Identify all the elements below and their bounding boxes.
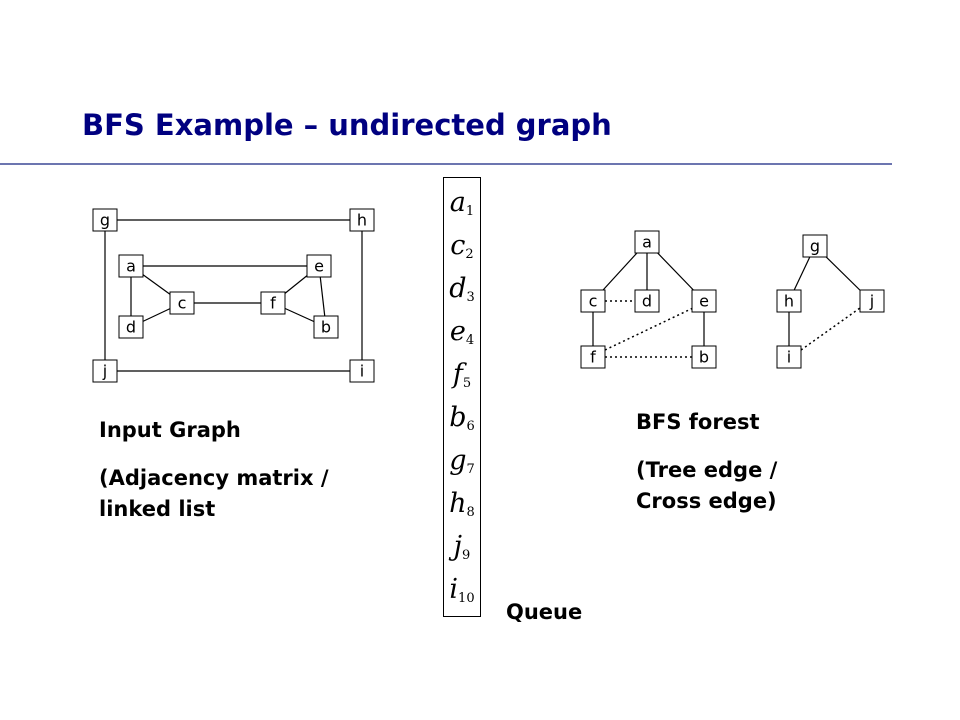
queue-item-letter: h xyxy=(449,488,467,519)
queue-item: h8 xyxy=(444,489,480,528)
node-label: e xyxy=(314,257,324,276)
queue-item: f5 xyxy=(444,360,480,399)
queue-item-order: 9 xyxy=(462,548,471,563)
queue-item: d3 xyxy=(444,274,480,313)
forest-node-i: i xyxy=(776,345,802,369)
node-label: b xyxy=(321,318,331,337)
queue-item: i10 xyxy=(444,575,480,614)
bfs-forest-subtitle-line2: Cross edge) xyxy=(636,489,777,513)
queue-item-letter: b xyxy=(449,402,467,433)
node-i: i xyxy=(349,359,375,383)
forest-node-d: d xyxy=(634,289,660,313)
queue-item: e4 xyxy=(444,317,480,356)
input-graph-subtitle-line1: (Adjacency matrix / xyxy=(99,466,329,490)
queue-item-order: 5 xyxy=(462,376,472,391)
forest-node-h: h xyxy=(776,289,802,313)
node-label: i xyxy=(787,348,791,367)
node-label: d xyxy=(642,292,652,311)
queue-item: c2 xyxy=(444,231,480,270)
node-j: j xyxy=(92,359,118,383)
cross-edge-i-j xyxy=(800,307,861,351)
queue-item-letter: c xyxy=(450,230,466,261)
node-label: j xyxy=(102,362,107,381)
node-h: h xyxy=(349,208,375,232)
queue-item-letter: f xyxy=(452,359,463,390)
node-label: g xyxy=(100,211,110,230)
node-f: f xyxy=(260,291,286,315)
queue-item-letter: e xyxy=(449,316,466,347)
input-graph-subtitle-line2: linked list xyxy=(99,497,216,521)
queue-item-letter: d xyxy=(449,273,467,304)
input-graph-heading: Input Graph xyxy=(99,418,241,442)
bfs-forest: a c d e f b g h xyxy=(580,230,885,369)
queue-item-letter: a xyxy=(449,187,466,218)
node-a: a xyxy=(118,254,144,278)
queue-item-letter: j xyxy=(453,531,463,562)
bfs-forest-subtitle-line1: (Tree edge / xyxy=(636,458,778,482)
queue-item-order: 2 xyxy=(465,247,474,262)
slide-title: BFS Example – undirected graph xyxy=(82,108,612,142)
node-label: a xyxy=(126,257,136,276)
forest-node-c: c xyxy=(580,289,606,313)
forest-node-j: j xyxy=(859,289,885,313)
forest-node-e: e xyxy=(691,289,717,313)
queue-item: j9 xyxy=(444,532,480,571)
queue-item-order: 8 xyxy=(466,505,475,520)
queue-item: a1 xyxy=(444,188,480,227)
node-label: c xyxy=(178,294,187,313)
queue-item-letter: i xyxy=(449,574,459,605)
queue-item: b6 xyxy=(444,403,480,442)
node-label: g xyxy=(810,237,820,256)
forest-node-f: f xyxy=(580,345,606,369)
queue-item-order: 7 xyxy=(466,462,475,477)
node-label: f xyxy=(590,348,596,367)
forest-node-a: a xyxy=(634,230,660,254)
node-label: c xyxy=(589,292,598,311)
cross-edge-f-e xyxy=(604,307,694,351)
forest-node-g: g xyxy=(802,234,828,258)
node-label: f xyxy=(270,294,276,313)
node-g: g xyxy=(92,208,118,232)
node-label: b xyxy=(699,348,709,367)
node-label: a xyxy=(642,233,652,252)
title-divider xyxy=(0,163,892,165)
queue-item-order: 4 xyxy=(465,333,475,348)
queue-label: Queue xyxy=(506,600,583,624)
node-label: h xyxy=(357,211,367,230)
node-c: c xyxy=(169,291,195,315)
node-label: e xyxy=(699,292,709,311)
node-label: h xyxy=(784,292,794,311)
queue-item-order: 6 xyxy=(466,419,475,434)
node-label: i xyxy=(360,362,364,381)
node-b: b xyxy=(313,315,339,339)
node-label: j xyxy=(869,292,874,311)
bfs-forest-heading: BFS forest xyxy=(636,410,760,434)
forest-node-b: b xyxy=(691,345,717,369)
queue-item-letter: g xyxy=(449,445,467,476)
queue-item-order: 3 xyxy=(466,290,475,305)
queue-item: g7 xyxy=(444,446,480,485)
node-e: e xyxy=(306,254,332,278)
queue-item-order: 10 xyxy=(458,591,475,606)
node-d: d xyxy=(118,315,144,339)
node-label: d xyxy=(126,318,136,337)
input-graph: g h a e c f d b xyxy=(92,208,375,383)
queue-item-order: 1 xyxy=(465,204,475,219)
